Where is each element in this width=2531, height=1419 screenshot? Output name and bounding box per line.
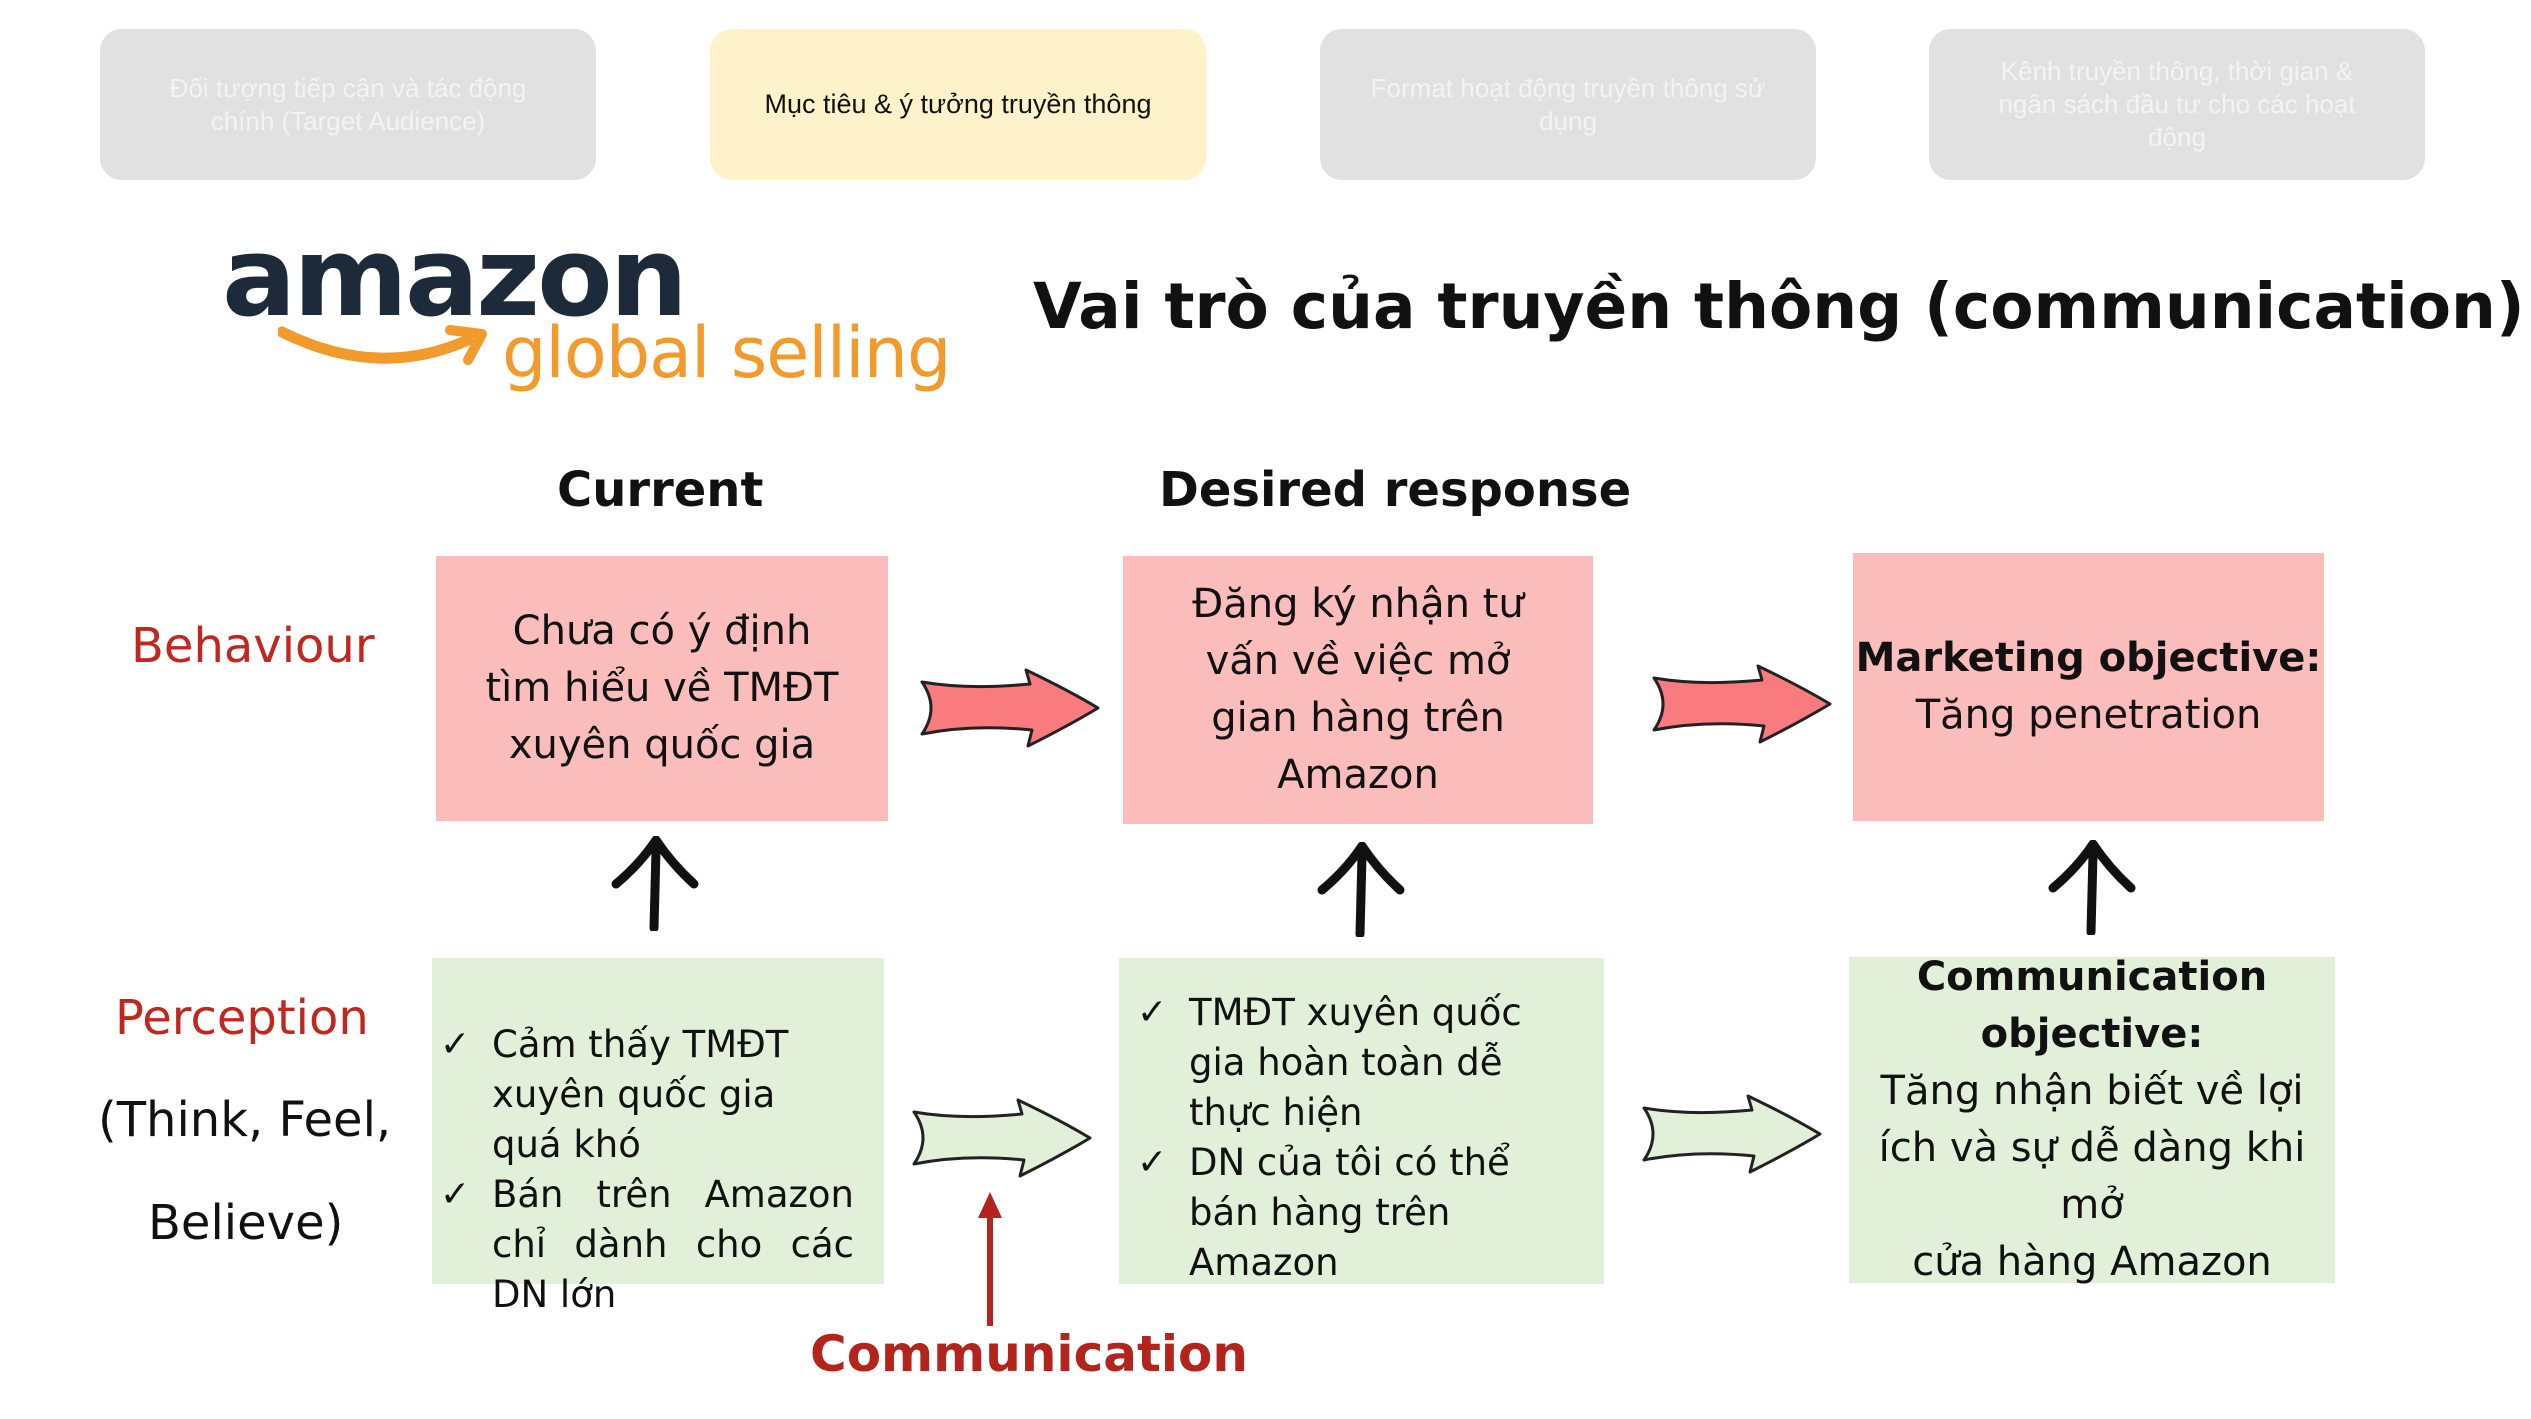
- list-item-text: DN của tôi có thể bán hàng trên Amazon: [1189, 1141, 1510, 1284]
- perception-current-box: ✓ Cảm thấy TMĐT xuyên quốc gia quá khó ✓ B…: [432, 958, 884, 1316]
- list-item-text: TMĐT xuyên quốc gia hoàn toàn dễ thực hi…: [1189, 991, 1522, 1134]
- up-arrow-icon: [611, 836, 699, 931]
- box-line: Amazon: [1277, 752, 1439, 798]
- box-line: vấn về việc mở: [1205, 638, 1511, 684]
- tab-objectives-ideas[interactable]: Mục tiêu & ý tưởng truyền thông: [710, 29, 1206, 180]
- check-icon: ✓: [1137, 992, 1168, 1033]
- page-title: Vai trò của truyền thông (communication): [1033, 270, 2525, 343]
- amazon-smile-icon: [278, 325, 487, 365]
- communication-objective-box: Communication objective: Tăng nhận biết …: [1849, 954, 2335, 1285]
- amazon-logo-wordmark: amazon: [222, 213, 688, 341]
- green-right-arrow-icon: [912, 1098, 1092, 1178]
- marketing-objective-box: Marketing objective: Tăng penetration: [1853, 553, 2324, 821]
- check-icon: ✓: [440, 1174, 471, 1215]
- box-line: tìm hiểu về TMĐT: [485, 665, 839, 711]
- check-icon: ✓: [1137, 1142, 1168, 1183]
- row-label-perception-sub2: Believe): [148, 1195, 344, 1251]
- list-item: ✓ Bán trên Amazon chỉ dành cho các DN lớn: [440, 1170, 854, 1320]
- up-arrow-icon: [2048, 840, 2136, 935]
- tab-channels-budget[interactable]: Kênh truyền thông, thời gian & ngân sách…: [1929, 29, 2425, 180]
- list-item-text: Cảm thấy TMĐT xuyên quốc gia quá khó: [492, 1023, 789, 1166]
- box-line: xuyên quốc gia: [508, 722, 816, 768]
- marketing-objective-text: Tăng penetration: [1915, 692, 2262, 738]
- communication-objective-line: cửa hàng Amazon: [1912, 1239, 2272, 1285]
- list-item: ✓ TMĐT xuyên quốc gia hoàn toàn dễ thực h…: [1137, 988, 1584, 1138]
- behaviour-desired-box: Đăng ký nhận tư vấn về việc mở gian hàng…: [1123, 556, 1593, 824]
- communication-objective-title: Communication: [1916, 954, 2268, 1000]
- check-icon: ✓: [440, 1024, 471, 1065]
- red-up-arrow-icon: [978, 1192, 1002, 1326]
- list-item-text: Bán trên Amazon chỉ dành cho các DN lớn: [492, 1173, 854, 1316]
- communication-objective-line: ích và sự dễ dàng khi mở: [1878, 1125, 2306, 1228]
- row-label-perception: Perception: [115, 990, 369, 1046]
- communication-objective-title-2: objective:: [1980, 1011, 2204, 1057]
- communication-label: Communication: [810, 1325, 1248, 1383]
- row-label-behaviour: Behaviour: [131, 618, 375, 674]
- column-header-desired: Desired response: [1159, 462, 1632, 518]
- behaviour-current-box: Chưa có ý định tìm hiểu về TMĐT xuyên qu…: [436, 556, 888, 821]
- green-right-arrow-icon: [1642, 1094, 1822, 1174]
- box-line: Chưa có ý định: [512, 608, 812, 654]
- list-item: ✓ DN của tôi có thể bán hàng trên Amazon: [1137, 1138, 1584, 1288]
- up-arrow-icon: [1317, 842, 1405, 937]
- box-line: gian hàng trên: [1211, 695, 1505, 741]
- perception-desired-box: ✓ TMĐT xuyên quốc gia hoàn toàn dễ thực h…: [1119, 958, 1604, 1284]
- list-item: ✓ Cảm thấy TMĐT xuyên quốc gia quá khó: [440, 1020, 854, 1170]
- pink-right-arrow-icon: [920, 668, 1100, 748]
- marketing-objective-title: Marketing objective:: [1855, 635, 2322, 681]
- tab-activity-format[interactable]: Format hoạt động truyền thông sử dụng: [1320, 29, 1816, 180]
- row-label-perception-sub: (Think, Feel,: [98, 1092, 392, 1148]
- global-selling-wordmark: global selling: [502, 312, 951, 394]
- pink-right-arrow-icon: [1652, 664, 1832, 744]
- tab-target-audience[interactable]: Đối tượng tiếp cận và tác động chính (Ta…: [100, 29, 596, 180]
- box-line: Đăng ký nhận tư: [1192, 581, 1524, 627]
- communication-objective-line: Tăng nhận biết về lợi: [1880, 1068, 2304, 1114]
- column-header-current: Current: [557, 462, 764, 518]
